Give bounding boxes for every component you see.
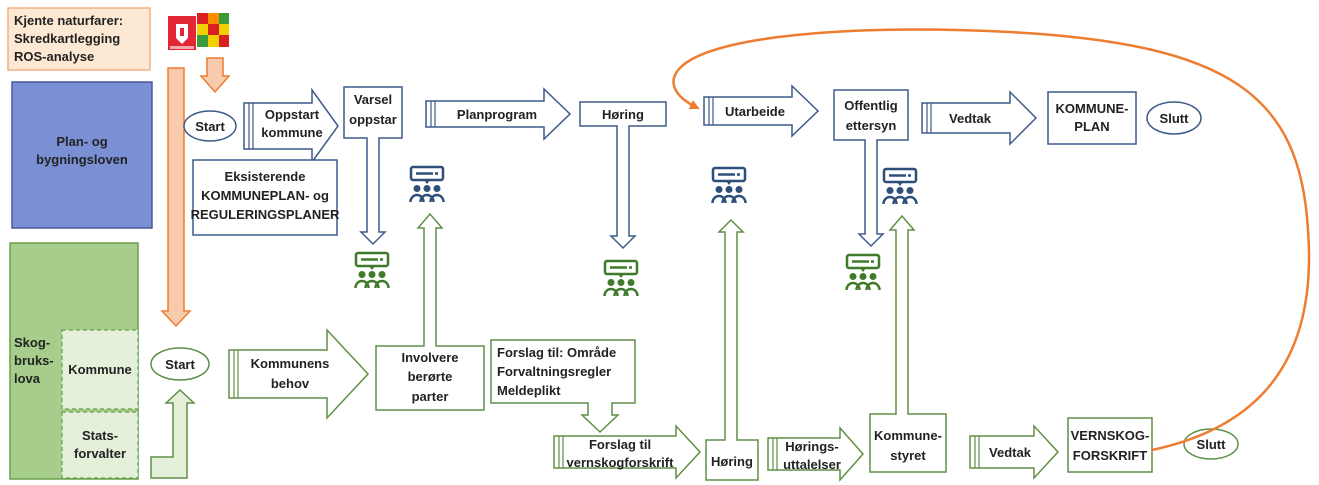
meeting-icon [603, 259, 639, 298]
lane-plan-og-bygningsloven: Plan- og bygningsloven [11, 81, 153, 229]
meeting-icon [882, 167, 918, 206]
pbl-vedtak-arrow [921, 90, 1038, 146]
lane-kommune-label: Kommune [68, 362, 132, 377]
lane-kommune [61, 329, 139, 410]
skog-vedtak-label: Vedtak [989, 445, 1032, 460]
skog-forslag-forskrift-label-1: Forslag til [589, 437, 651, 452]
pbl-eksisterende-label-1: Eksisterende [225, 169, 306, 184]
pbl-offentlig-callout [833, 89, 909, 248]
source-line-1: Kjente naturfarer: [14, 13, 123, 28]
skog-forslag-omrade-callout [490, 339, 636, 434]
pbl-offentlig-label-1: Offentlig [844, 98, 897, 113]
pbl-start-label: Start [195, 119, 225, 134]
pbl-kommuneplan-label-2: PLAN [1074, 119, 1109, 134]
pbl-varsel-label-2: oppstar [349, 112, 397, 127]
skog-kommunestyret-label-1: Kommune- [874, 428, 942, 443]
skog-behov-arrow [228, 328, 370, 420]
pbl-oppstart-label-2: kommune [261, 125, 322, 140]
pbl-eksisterende-box [192, 159, 338, 236]
meeting-icon [354, 251, 390, 290]
pbl-oppstart-label-1: Oppstart [265, 107, 320, 122]
source-line-2: Skredkartlegging [14, 31, 120, 46]
pbl-horing-callout [579, 101, 667, 250]
skog-involvere-label-2: berørte [408, 369, 453, 384]
pbl-planprogram-arrow [425, 87, 572, 141]
pbl-varsel-callout [343, 86, 403, 246]
skog-horingsuttalelser-arrow [767, 426, 865, 482]
pbl-kommuneplan-label-1: KOMMUNE- [1056, 101, 1129, 116]
skog-horingsuttalelser-label-2: uttalelser [783, 457, 841, 472]
skog-involvere-label-1: Involvere [401, 350, 458, 365]
lane-skog-label-3: lova [14, 371, 41, 386]
pbl-eksisterende-label-3: REGULERINGSPLANER [191, 207, 340, 222]
lane-statsforvalter-label-1: Stats- [82, 428, 118, 443]
lane-pbl-label-1: Plan- og [56, 134, 107, 149]
skog-kommunestyret-callout [869, 214, 947, 473]
skog-forslag-omrade-label-1: Forslag til: Område [497, 345, 616, 360]
pbl-slutt-node [1146, 101, 1202, 135]
skog-horing-callout [705, 218, 759, 481]
norway-coat-of-arms-icon [168, 16, 196, 50]
feedback-loop-arrow [672, 28, 1311, 452]
hazard-map-icon [197, 13, 229, 47]
skog-vernskogforskrift-label-2: FORSKRIFT [1073, 448, 1147, 463]
hazard-long-arrow [160, 67, 192, 328]
skog-forslag-forskrift-label-2: vernskogforskrift [567, 455, 675, 470]
skog-forslag-omrade-label-3: Meldeplikt [497, 383, 561, 398]
pbl-varsel-label-1: Varsel [354, 92, 392, 107]
skog-vernskogforskrift-label-1: VERNSKOG- [1071, 428, 1150, 443]
skog-forslag-omrade-label-2: Forvaltningsregler [497, 364, 611, 379]
hazard-down-arrow [199, 57, 231, 94]
pbl-start-node [183, 110, 237, 142]
skog-involvere-label-3: parter [412, 389, 449, 404]
meeting-icon [845, 253, 881, 292]
pbl-planprogram-label: Planprogram [457, 107, 537, 122]
pbl-offentlig-label-2: ettersyn [846, 118, 897, 133]
statsforvalter-up-arrow [150, 388, 196, 479]
skog-horing-label: Høring [711, 454, 753, 469]
lane-skogbrukslova: Skog- bruks- lova Kommune Stats- forvalt… [9, 242, 139, 480]
skog-start-label: Start [165, 357, 195, 372]
skog-vedtak-arrow [969, 424, 1060, 480]
pbl-horing-label: Høring [602, 107, 644, 122]
skog-kommunestyret-label-2: styret [890, 448, 926, 463]
skog-vernskogforskrift-box [1067, 417, 1153, 473]
lane-skog-label-1: Skog- [14, 335, 50, 350]
skog-start-node [150, 347, 210, 381]
skog-slutt-label: Slutt [1197, 437, 1227, 452]
pbl-eksisterende-label-2: KOMMUNEPLAN- og [201, 188, 329, 203]
skog-behov-label-1: Kommunens [251, 356, 330, 371]
meeting-icon [711, 166, 747, 205]
skog-behov-label-2: behov [271, 376, 310, 391]
skog-horingsuttalelser-label-1: Hørings- [785, 439, 838, 454]
skog-involvere-callout [375, 212, 485, 411]
pbl-slutt-label: Slutt [1160, 111, 1190, 126]
skog-forslag-forskrift-arrow [553, 424, 702, 480]
pbl-utarbeide-label: Utarbeide [725, 104, 785, 119]
hazard-source-box: Kjente naturfarer: Skredkartlegging ROS-… [7, 7, 151, 71]
lane-pbl-label-2: bygningsloven [36, 152, 128, 167]
lane-statsforvalter-label-2: forvalter [74, 446, 126, 461]
pbl-vedtak-label: Vedtak [949, 111, 992, 126]
meeting-icon [409, 165, 445, 204]
lane-skog-label-2: bruks- [14, 353, 54, 368]
lane-statsforvalter [61, 411, 139, 479]
pbl-kommuneplan-box [1047, 91, 1137, 145]
pbl-utarbeide-arrow [703, 84, 820, 138]
source-line-3: ROS-analyse [14, 49, 94, 64]
pbl-oppstart-arrow [243, 87, 339, 165]
